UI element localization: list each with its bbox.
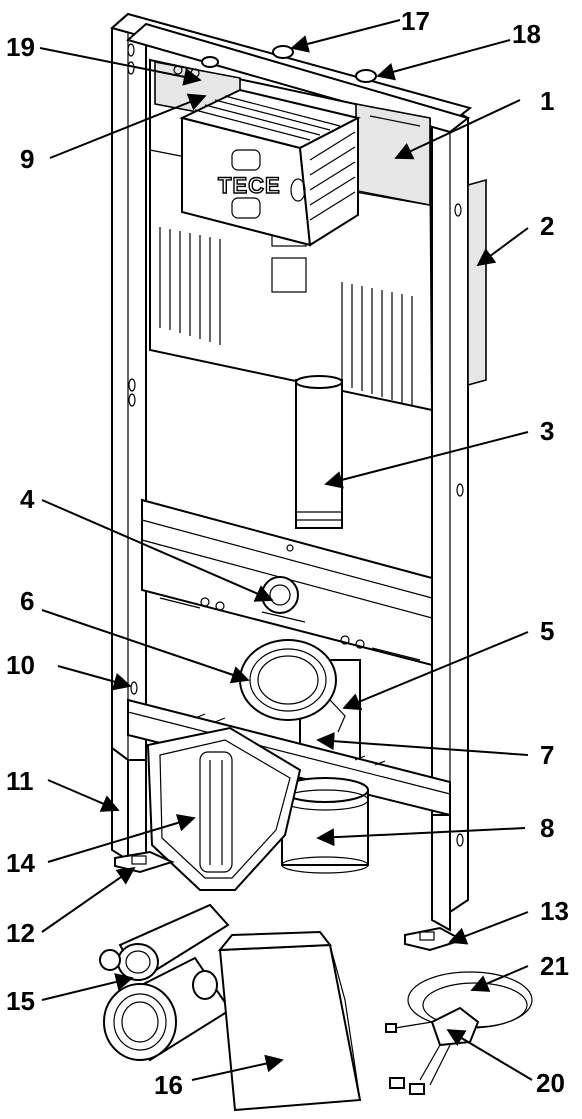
lower-crossbar: [127, 698, 451, 817]
cable-module: [385, 971, 533, 1095]
leader-lines: [39, 19, 533, 1081]
side-bracket: [467, 178, 487, 387]
label-4: 4: [20, 484, 35, 514]
label-9: 9: [20, 144, 34, 174]
label-3: 3: [540, 416, 554, 446]
mounting-plate: [141, 498, 433, 667]
label-7: 7: [540, 740, 554, 770]
actuator-module: TECE: [179, 88, 361, 247]
label-16: 16: [154, 1070, 183, 1100]
brand-logo: TECE: [218, 173, 281, 198]
label-11: 11: [6, 766, 34, 796]
protective-cover: [146, 726, 302, 891]
top-fittings: [201, 45, 377, 83]
label-21: 21: [540, 951, 569, 981]
label-8: 8: [540, 813, 554, 843]
right-foot: [404, 926, 465, 952]
label-2: 2: [540, 211, 554, 241]
label-17: 17: [401, 6, 430, 36]
label-6: 6: [20, 586, 34, 616]
drain-bend: [281, 777, 369, 874]
label-13: 13: [540, 896, 569, 926]
drain-connectors: [99, 903, 232, 1062]
label-10: 10: [6, 650, 35, 680]
label-1: 1: [540, 86, 554, 116]
label-15: 15: [6, 986, 35, 1016]
label-20: 20: [536, 1068, 565, 1098]
label-19: 19: [6, 32, 35, 62]
part-labels: 17 18 19 1 9 2 3 4 6 5 10 7 11 8 14 12 1…: [6, 6, 569, 1100]
accessory-bag: [217, 930, 362, 1112]
label-14: 14: [6, 848, 35, 878]
flush-pipe: [295, 375, 343, 529]
label-12: 12: [6, 918, 35, 948]
label-5: 5: [540, 616, 554, 646]
label-18: 18: [512, 19, 541, 49]
